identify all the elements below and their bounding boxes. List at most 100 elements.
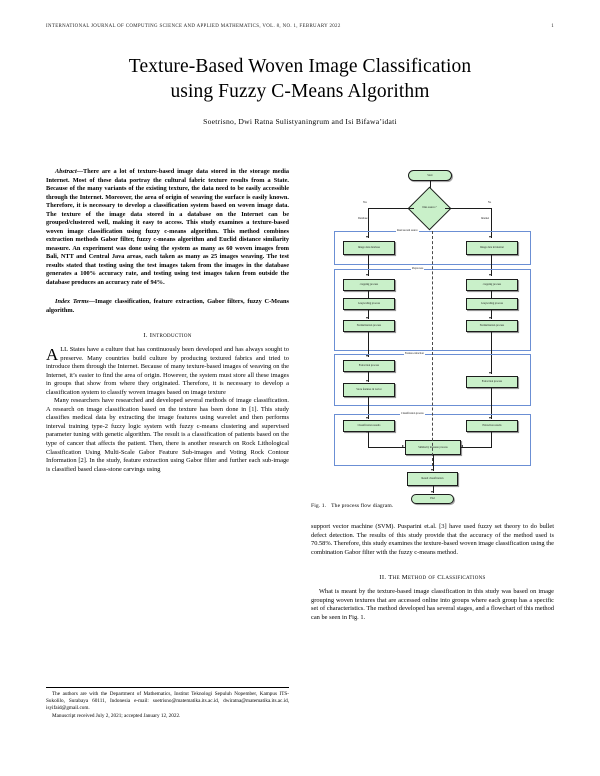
flow-node-image-data-database: Image data database: [343, 241, 395, 255]
flow-edge-left-down-to-similarity-row: [368, 432, 369, 448]
flow-edge-decision-right: [445, 208, 491, 209]
flow-node-result-classification-label: Result classification: [421, 477, 444, 481]
flow-edge-lane3-right-out: [491, 388, 492, 419]
introduction-paragraph-2: Many researchers have researched and dev…: [46, 397, 289, 473]
flow-node-normalization-left-label: Normalization process: [356, 324, 382, 328]
flow-edge-crop-to-grey-right: [491, 291, 492, 298]
method-paragraph-1: What is meant by the texture-based image…: [311, 588, 554, 621]
flow-edge-lane2-right-out: [491, 332, 492, 374]
figure-label: Fig. 1.: [311, 503, 327, 509]
flow-node-cropping-right-label: cropping process: [482, 283, 502, 287]
flow-node-extraction-left: Extraction process: [343, 360, 395, 372]
flow-edge-right-into-similarity: [461, 447, 491, 448]
page-title: Texture-Based Woven Image Classification…: [46, 54, 554, 104]
introduction-first-paragraph-text: LL States have a culture that has contin…: [46, 346, 289, 396]
flow-node-decision-label: Data source ?: [422, 206, 437, 209]
author-list: Soetrisno, Dwi Ratna Sulistyaningrum and…: [203, 117, 397, 126]
flow-edge-grey-to-norm-right: [491, 310, 492, 319]
flow-node-normalization-left: Normalization process: [343, 320, 395, 332]
flow-edge-left-down: [368, 208, 369, 238]
abstract-text: —There are a lot of texture-based image …: [46, 168, 289, 286]
flow-node-greyscaling-right: Greyscaling process: [466, 298, 518, 310]
left-column: Abstract—There are a lot of texture-base…: [46, 168, 289, 768]
flow-edge-label-no: No: [488, 201, 492, 204]
flow-node-store-features-label: Store features in vector: [356, 388, 382, 392]
flow-edge-decision-left: [368, 208, 414, 209]
flow-node-extraction-results: Extraction results: [466, 420, 518, 432]
drop-cap-letter: A: [46, 345, 59, 364]
flow-swimlane-read-source-label: Read second source: [396, 229, 419, 232]
index-terms-text: —Image classification, feature extractio…: [46, 298, 289, 314]
flow-node-classification-results-label: Classification results: [357, 424, 381, 428]
flow-node-start: Start: [408, 170, 452, 181]
abstract-lead-in: Abstract: [55, 168, 77, 175]
continuation-paragraph: support vector machine (SVM). Pusparini …: [311, 523, 555, 556]
flow-arrow-grey-to-norm-right: [489, 317, 492, 319]
flow-node-cropping-left: cropping process: [343, 279, 395, 291]
flow-edge-right-down: [491, 208, 492, 238]
flow-node-end: End: [411, 494, 454, 504]
flow-arrow-right-into-similarity: [461, 445, 463, 448]
footnote-affiliation: The authors are with the Department of M…: [46, 691, 289, 711]
running-head-journal: INTERNATIONAL JOURNAL OF COMPUTING SCIEN…: [46, 24, 341, 29]
figure-caption: Fig. 1. The process flow diagram.: [311, 503, 554, 509]
figure-1: Start Data source ? Yes No: [311, 168, 554, 509]
flow-arrow-extract-to-store: [366, 380, 369, 382]
flow-node-extraction-right: Extraction process: [466, 376, 518, 388]
section-name-2: The Method of Classifications: [388, 574, 486, 582]
flow-node-end-label: End: [430, 497, 435, 501]
flow-swimlane-feature-extraction-label: Feature extraction: [404, 352, 425, 355]
flow-center-divider: [432, 231, 433, 466]
flow-node-start-label: Start: [427, 173, 433, 177]
flow-node-cropping-left-label: cropping process: [359, 283, 379, 287]
flow-edge-lane1-right-out: [491, 255, 492, 276]
flow-arrow-lane3-left-out: [366, 417, 369, 419]
flow-edge-crop-to-grey-left: [368, 291, 369, 298]
flow-edge-label-yes: Yes: [363, 201, 367, 204]
flow-node-store-features: Store features in vector: [343, 383, 395, 397]
section-heading-method: II. The Method of Classifications: [311, 574, 554, 581]
flow-node-cropping-right: cropping process: [466, 279, 518, 291]
flow-edge-left-into-similarity: [368, 447, 405, 448]
flow-swimlane-classification-label: Classification process: [400, 412, 425, 415]
running-head-page-number: 1: [551, 24, 554, 29]
flow-node-similarity-measure-label: Similarity measure process: [418, 445, 448, 449]
flow-arrow-grey-to-norm-left: [366, 317, 369, 319]
abstract-paragraph: Abstract—There are a lot of texture-base…: [46, 168, 289, 287]
flow-node-image-data-database-label: Image data database: [358, 246, 380, 250]
flow-arrow-lane3-right-out: [489, 417, 492, 419]
flow-edge-lane1-left-out: [368, 255, 369, 276]
flow-edge-result-to-end: [432, 486, 434, 493]
flow-node-extraction-results-label: Extraction results: [482, 424, 502, 428]
flow-edge-label-database: Database: [358, 217, 368, 220]
flow-node-result-classification: Result classification: [407, 472, 458, 486]
flow-edge-grey-to-norm-left: [368, 310, 369, 319]
flow-node-classification-results: Classification results: [343, 420, 395, 432]
flow-swimlane-preprocess-label: Preprocess: [411, 267, 425, 270]
flow-arrow-lane2-left-out: [366, 355, 369, 357]
right-column: Start Data source ? Yes No: [311, 168, 554, 768]
figure-caption-text: The process flow diagram.: [331, 503, 394, 509]
flow-edge-lane2-left-out: [368, 332, 369, 357]
section-name-1: Introduction: [149, 332, 192, 339]
flow-arrow-left-into-similarity: [402, 445, 404, 448]
flow-node-greyscaling-left-label: Greyscaling process: [358, 302, 380, 306]
paper-title-line-1: Texture-Based Woven Image Classification: [128, 56, 472, 77]
flow-arrow-lane1-left-out: [366, 274, 369, 276]
flow-arrow-left-into-lane1: [366, 236, 369, 238]
flow-arrow-right-into-lane1: [489, 236, 492, 238]
flow-node-extraction-left-label: Extraction process: [358, 364, 380, 368]
flow-edge-right-down-to-similarity-row: [491, 432, 492, 448]
flow-edge-extract-to-store: [368, 372, 369, 382]
paper-title-line-2: using Fuzzy C-Means Algorithm: [170, 81, 430, 102]
flow-edge-label-internet: Internet: [481, 217, 490, 220]
flow-arrow-lane2-right-out: [489, 372, 492, 374]
right-column-text: support vector machine (SVM). Pusparini …: [311, 523, 554, 622]
flow-arrow-similarity-to-result: [430, 469, 433, 471]
index-terms-paragraph: Index Terms—Image classification, featur…: [46, 298, 289, 315]
flow-node-normalization-right: Normalization process: [466, 320, 518, 332]
flow-node-normalization-right-label: Normalization process: [479, 324, 505, 328]
flow-edge-lane3-left-out: [368, 397, 369, 419]
footnote-block: The authors are with the Department of M…: [46, 687, 289, 720]
